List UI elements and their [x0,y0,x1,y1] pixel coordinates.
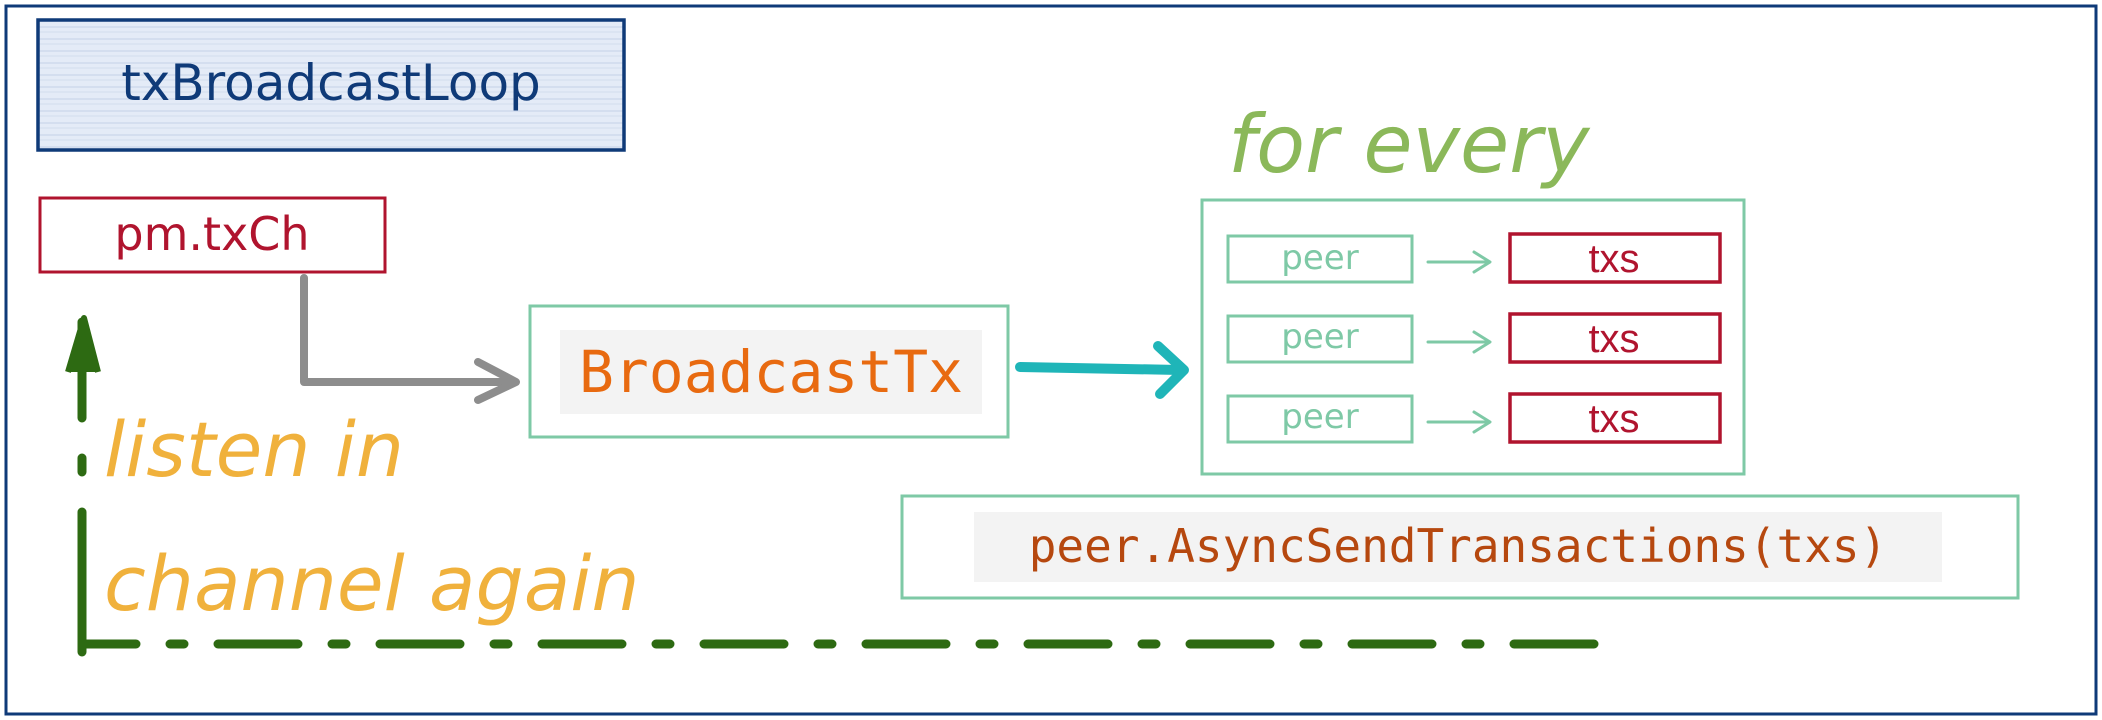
txs-box [1508,312,1722,364]
peer-box [1226,234,1414,284]
txs-box [1508,392,1722,444]
peer-label: peer [1281,317,1358,357]
loop-back-arrow [65,315,1599,657]
title-box: txBroadcastLoop [36,18,626,152]
broadcast-to-peers-arrow [1015,341,1189,399]
peer-box [1226,314,1414,364]
peer-row: peer txs [1226,312,1722,364]
broadcast-label-bg [560,330,982,414]
peer-label: peer [1281,397,1358,437]
broadcast-box-frame [528,304,1010,439]
send-box: peer.AsyncSendTransactions(txs) [900,494,2020,600]
send-box-label: peer.AsyncSendTransactions(txs) [1029,519,1888,573]
channel-box-label: pm.txCh [114,207,309,261]
channel-to-broadcast-arrow [300,274,520,404]
for-every-label: for every [1228,98,1591,191]
title-box-label: txBroadcastLoop [121,54,541,112]
peer-label: peer [1281,238,1358,278]
peer-row: peer txs [1226,392,1722,444]
outer-frame [4,4,2098,716]
peer-row: peer txs [1226,232,1722,284]
send-box-frame [900,494,2020,600]
send-label-bg [974,512,1942,582]
broadcast-box: BroadcastTx [528,304,1010,439]
loop-note-line2: channel again [104,539,640,628]
title-box-bg [36,18,626,152]
txs-label: txs [1588,237,1639,281]
peers-container [1200,198,1746,476]
loop-note-line1: listen in [104,405,404,494]
peer-box [1226,394,1414,444]
txs-box [1508,232,1722,284]
channel-box-frame [38,196,387,274]
channel-box: pm.txCh [38,196,387,274]
peer-arrow [1426,410,1492,434]
broadcast-box-label: BroadcastTx [579,338,963,406]
peer-arrow [1426,250,1492,274]
txs-label: txs [1588,317,1639,361]
peer-arrow [1426,330,1492,354]
txs-label: txs [1588,397,1639,441]
